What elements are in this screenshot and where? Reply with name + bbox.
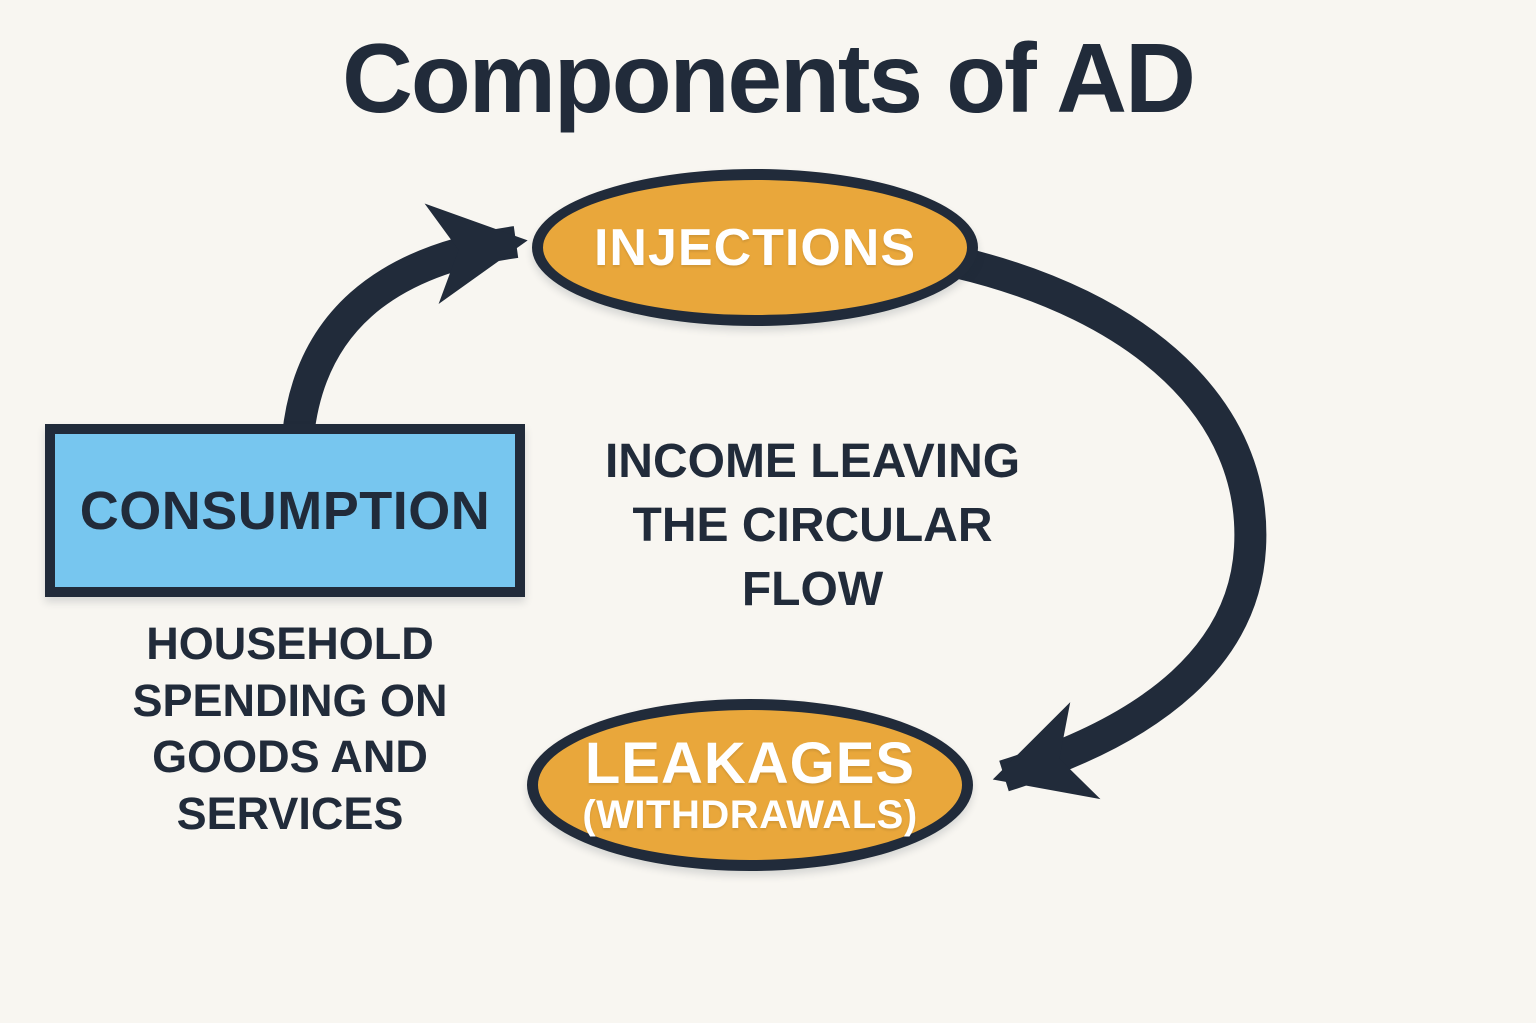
consumption-description-line: SPENDING ON: [132, 674, 448, 726]
node-injections: INJECTIONS: [532, 169, 978, 326]
arrow-consumption-to-injections: [282, 203, 528, 438]
page-title: Components of AD: [342, 23, 1196, 133]
node-consumption: CONSUMPTION: [45, 424, 525, 597]
node-leakages: LEAKAGES (WITHDRAWALS): [527, 699, 973, 871]
consumption-description-line: SERVICES: [176, 788, 404, 840]
leakages-sublabel: (WITHDRAWALS): [582, 792, 918, 837]
consumption-description-line: GOODS AND: [152, 731, 428, 783]
leakages-description-line: THE CIRCULAR: [632, 498, 993, 552]
arrow-injections-to-leakages: [952, 246, 1267, 800]
injections-label: INJECTIONS: [593, 218, 917, 277]
leakages-description-line: INCOME LEAVING: [604, 435, 1021, 488]
leakages-description-line: FLOW: [741, 562, 884, 616]
leakages-label: LEAKAGES: [584, 731, 916, 797]
consumption-label: CONSUMPTION: [79, 480, 491, 541]
consumption-description-line: HOUSEHOLD: [146, 618, 434, 669]
leakages-description: INCOME LEAVING THE CIRCULAR FLOW: [580, 430, 1045, 621]
consumption-description: HOUSEHOLD SPENDING ON GOODS AND SERVICES: [85, 616, 495, 843]
